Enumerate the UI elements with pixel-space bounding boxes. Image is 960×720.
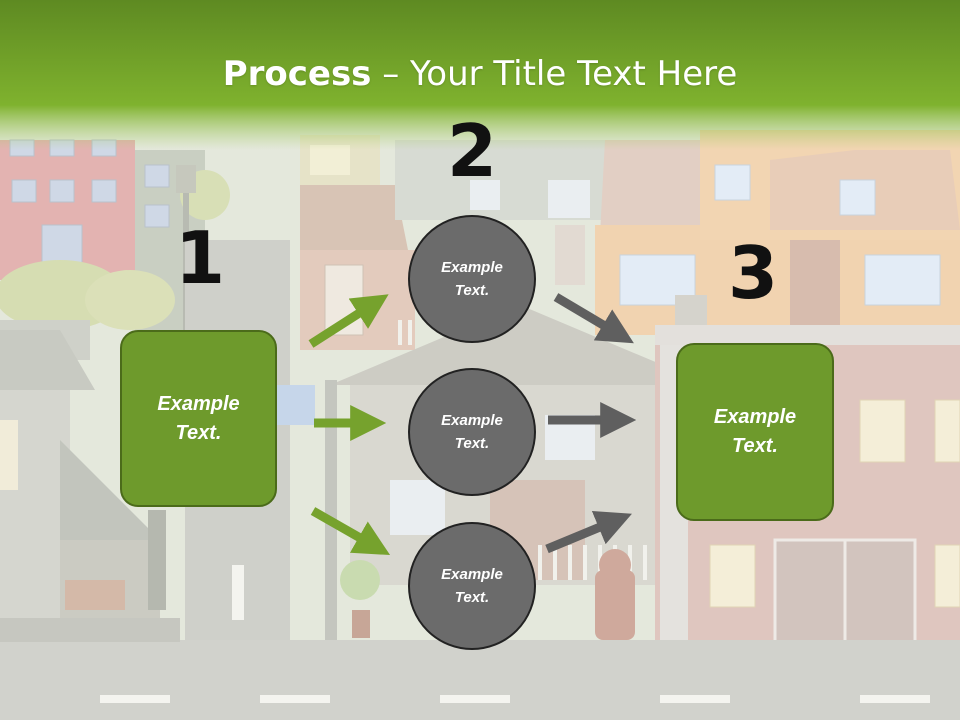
step-3-text: Example Text. [713,406,797,457]
arrow-circle-top-to-3 [553,293,634,344]
step-2-circle-bottom: Example Text. [408,522,536,650]
slide-title: Process – Your Title Text Here [0,52,960,96]
circle-middle-text: Example Text. [441,412,503,452]
arrow-1-to-circle-bottom [310,507,391,556]
circle-bottom-text: Example Text. [441,566,503,606]
step-number-3: 3 [727,231,779,315]
arrow-circle-bottom-to-3 [545,510,632,554]
title-bold: Process [222,54,372,94]
circle-top-text: Example Text. [441,259,503,299]
step-number-1: 1 [174,216,226,300]
step-1-box: Example Text. [120,330,277,507]
step-number-2: 2 [446,109,498,193]
step-1-text: Example Text. [157,392,240,444]
step-2-circle-top: Example Text. [408,215,536,343]
step-2-circle-middle: Example Text. [408,368,536,496]
step-3-box: Example Text. [676,343,834,521]
title-rest: – Your Title Text Here [371,54,738,94]
arrow-1-to-circle-top [308,294,389,348]
